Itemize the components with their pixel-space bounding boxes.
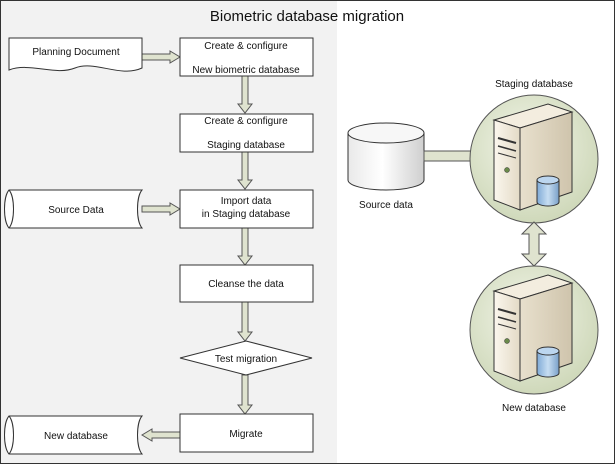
planning-document-shape — [8, 37, 143, 72]
arrow-create-to-staging — [236, 75, 254, 114]
create-staging-db-box — [179, 113, 314, 153]
source-data-shape-edge — [8, 189, 14, 229]
import-data-line2: in Staging database — [202, 209, 291, 220]
new-database-shape-edge — [8, 415, 14, 455]
staging-database-caption: Staging database — [495, 79, 573, 90]
create-new-db-line1: Create & configure — [204, 41, 288, 52]
arrow-migrate-to-newdb — [141, 428, 181, 442]
test-migration-diamond — [179, 340, 313, 376]
create-staging-db-line2: Staging database — [207, 140, 285, 151]
planning-document-label: Planning Document — [32, 47, 119, 58]
new-db-cylinder-icon — [536, 346, 560, 378]
new-database-label: New database — [44, 431, 108, 442]
new-database-shape — [4, 415, 144, 455]
arrow-source-to-import — [141, 202, 181, 216]
new-database-caption: New database — [502, 403, 566, 414]
arrow-staging-to-import — [236, 151, 254, 190]
staging-server-icon — [492, 103, 574, 211]
flow-panel — [1, 1, 337, 463]
arrow-cleanse-to-test — [236, 301, 254, 342]
cleanse-box — [179, 264, 314, 303]
import-data-box — [179, 189, 314, 229]
source-data-label: Source Data — [48, 205, 104, 216]
arrow-planning-to-create — [141, 50, 181, 64]
cleanse-label: Cleanse the data — [208, 279, 284, 290]
source-data-caption: Source data — [359, 200, 413, 211]
migrate-label: Migrate — [229, 429, 263, 440]
arrow-test-to-migrate — [236, 374, 254, 415]
source-data-shape — [4, 189, 144, 229]
staging-db-cylinder-icon — [536, 175, 560, 207]
diagram-title: Biometric database migration — [210, 8, 404, 25]
migrate-box — [179, 413, 314, 453]
test-migration-label: Test migration — [215, 354, 277, 365]
create-new-db-line2: New biometric database — [192, 65, 300, 76]
new-db-server-icon — [492, 274, 574, 382]
source-data-cylinder-icon — [347, 122, 425, 191]
create-staging-db-line1: Create & configure — [204, 116, 288, 127]
import-data-line1: Import data — [221, 196, 272, 207]
create-new-db-box — [179, 37, 314, 77]
arrow-import-to-cleanse — [236, 227, 254, 266]
